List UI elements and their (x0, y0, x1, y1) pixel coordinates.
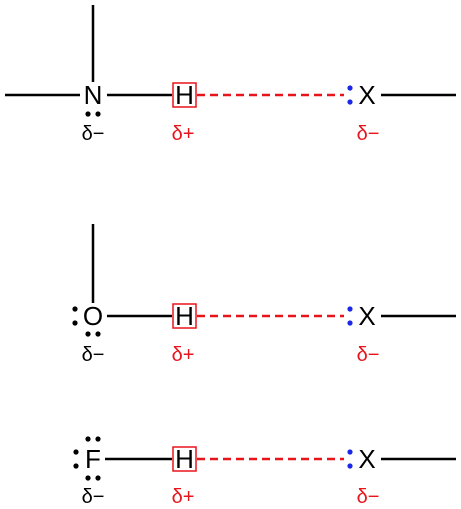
donor-lone-pair-left (72, 306, 78, 326)
donor-lone-pair-bottom (85, 331, 101, 337)
hydrogen-charge: δ+ (172, 344, 195, 366)
hydrogen-atom: H (175, 444, 194, 474)
acceptor-lone-pair (347, 306, 353, 326)
donor-lone-pair-left (73, 449, 79, 469)
acceptor-charge: δ− (357, 123, 380, 145)
hydrogen-charge: δ+ (172, 123, 195, 145)
hydrogen-atom: H (175, 80, 194, 110)
acceptor-atom: X (358, 80, 375, 110)
hydrogen-atom: H (175, 301, 194, 331)
acceptor-lone-pair (347, 449, 353, 469)
hydrogen-charge: δ+ (172, 486, 195, 508)
donor-lone-pair-bottom (85, 475, 101, 481)
hydrogen-box (172, 303, 197, 329)
donor-atom: O (83, 301, 103, 331)
donor-charge: δ− (82, 123, 105, 145)
donor-charge: δ− (82, 486, 105, 508)
donor-atom: F (85, 444, 101, 474)
row-hydroxyl: O H X δ− δ+ δ− (72, 224, 456, 366)
hydrogen-box (172, 82, 197, 108)
donor-charge: δ− (82, 344, 105, 366)
acceptor-atom: X (358, 444, 375, 474)
acceptor-charge: δ− (357, 344, 380, 366)
donor-lone-pair-top (85, 436, 101, 442)
hydrogen-box (172, 446, 197, 472)
acceptor-lone-pair (347, 85, 353, 105)
acceptor-atom: X (358, 301, 375, 331)
row-fluoride: F H X δ− δ+ δ− (73, 436, 456, 508)
row-amine: N H X δ− δ+ δ− (5, 5, 456, 145)
donor-lone-pair (85, 111, 101, 117)
acceptor-charge: δ− (357, 486, 380, 508)
donor-atom: N (84, 80, 103, 110)
